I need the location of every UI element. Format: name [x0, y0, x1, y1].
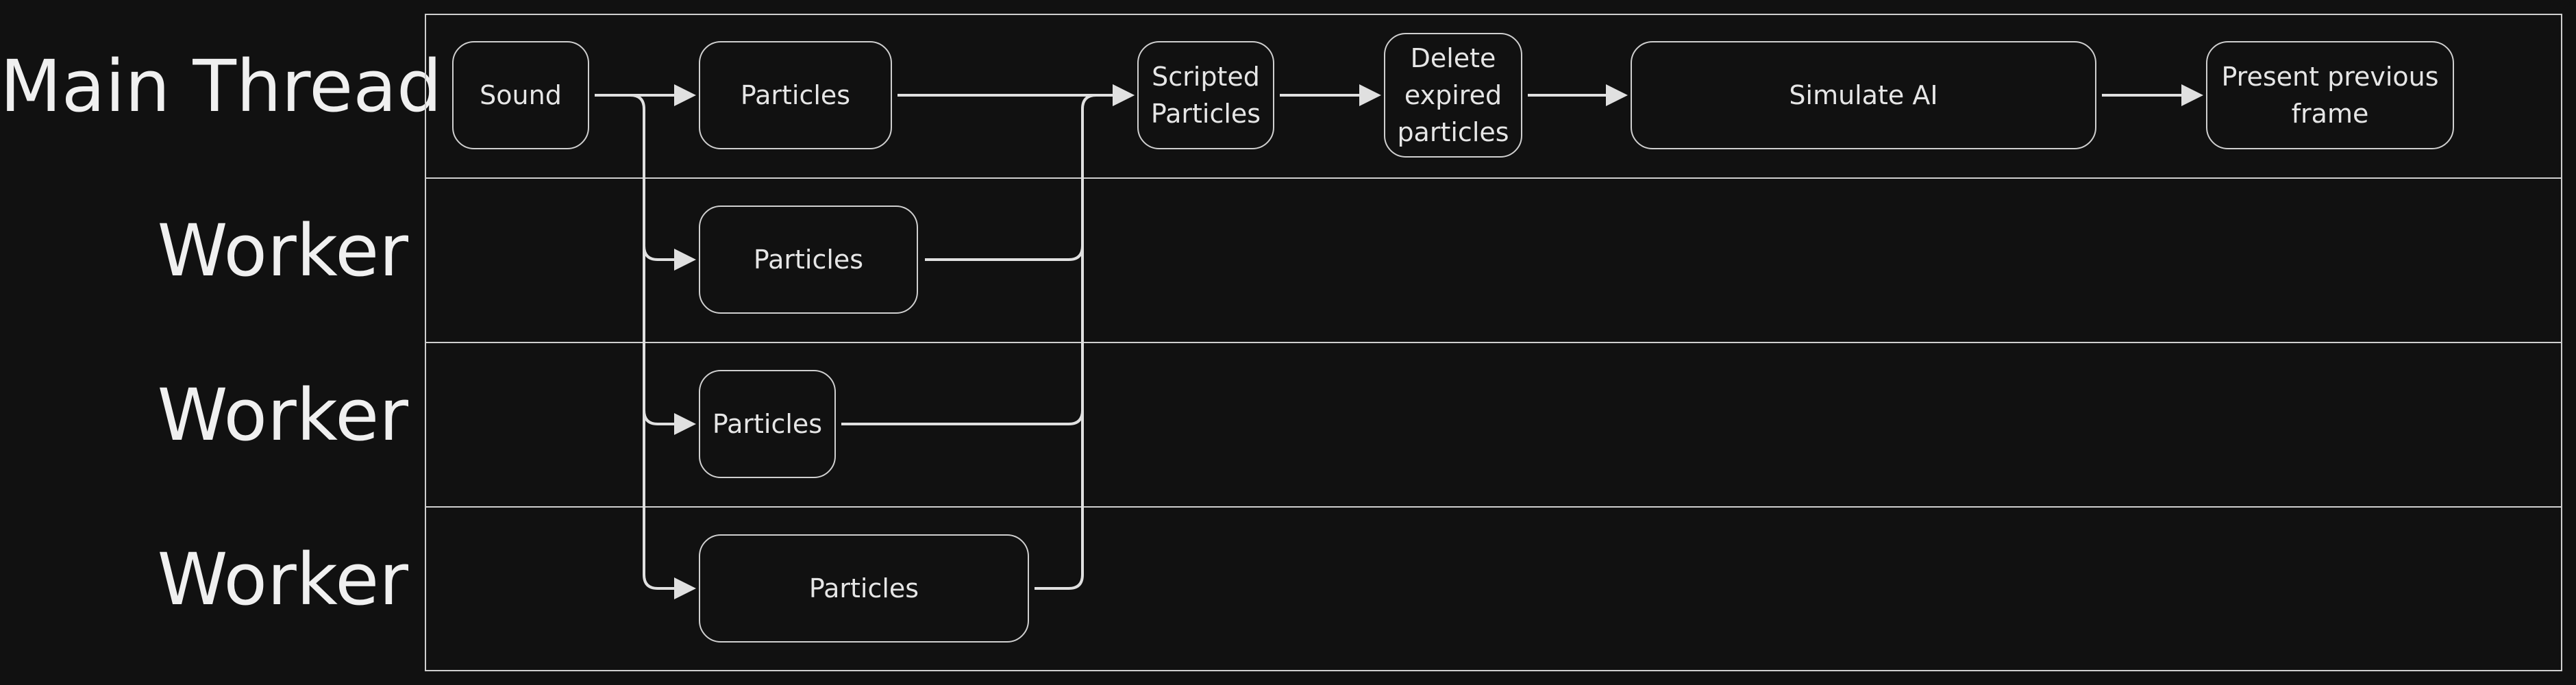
- lane-label-worker-3: Worker: [157, 538, 408, 621]
- arrow-particles-worker-1-to-scripted: [925, 84, 1135, 261]
- node-particles-main: Particles: [699, 41, 892, 149]
- node-scripted-particles: Scripted Particles: [1137, 41, 1274, 149]
- node-present-frame-label: Present previous frame: [2221, 62, 2439, 129]
- lane-label-worker-1: Worker: [157, 209, 408, 292]
- node-particles-worker-3: Particles: [699, 534, 1029, 643]
- lane-label-main-thread: Main Thread: [0, 45, 442, 128]
- node-sound-label: Sound: [480, 80, 562, 110]
- node-particles-main-label: Particles: [740, 80, 851, 110]
- arrow-sound-to-particles-worker-3: [643, 410, 696, 599]
- arrow-sound-to-particles-worker-2: [643, 246, 696, 435]
- node-particles-worker-1-label: Particles: [753, 245, 864, 275]
- node-particles-worker-2-label: Particles: [712, 409, 823, 439]
- lane-divider: [425, 506, 2562, 508]
- node-simulate-ai: Simulate AI: [1631, 41, 2096, 149]
- lane-label-worker-2: Worker: [157, 373, 408, 457]
- node-sound: Sound: [452, 41, 589, 149]
- arrow-sound-to-particles-worker-1: [595, 94, 696, 271]
- node-delete-expired: Delete expired particles: [1384, 33, 1522, 158]
- node-simulate-ai-label: Simulate AI: [1789, 80, 1938, 110]
- node-particles-worker-3-label: Particles: [808, 573, 919, 603]
- node-scripted-particles-label: Scripted Particles: [1150, 62, 1261, 129]
- lane-divider: [425, 177, 2562, 179]
- node-delete-expired-label: Delete expired particles: [1397, 43, 1509, 147]
- node-particles-worker-1: Particles: [699, 206, 918, 314]
- arrow-particles-worker-3-to-scripted: [1035, 410, 1084, 590]
- node-particles-worker-2: Particles: [699, 370, 836, 478]
- node-present-frame: Present previous frame: [2206, 41, 2454, 149]
- lane-divider: [425, 342, 2562, 343]
